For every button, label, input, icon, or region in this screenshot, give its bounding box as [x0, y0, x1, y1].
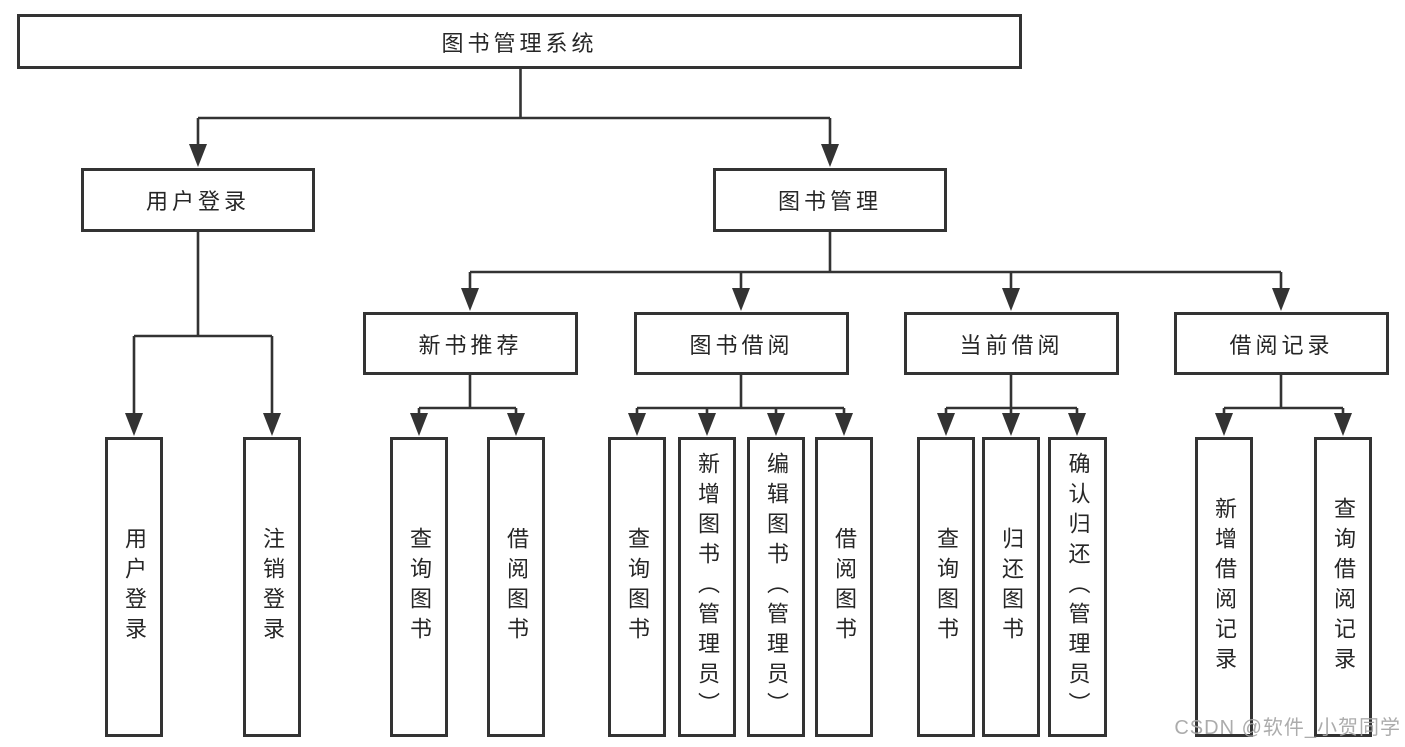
- arrowhead: [937, 413, 955, 436]
- arrowhead: [628, 413, 646, 436]
- node-query-books-recommend: 查询图书: [390, 437, 448, 737]
- node-borrow-records: 借阅记录: [1174, 312, 1389, 375]
- connector-current-borrow: [944, 375, 1079, 416]
- arrowhead: [835, 413, 853, 436]
- node-add-borrow-record: 新增借阅记录: [1195, 437, 1253, 737]
- node-add-book-admin: 新增图书（管理员）: [678, 437, 736, 737]
- node-edit-book-admin: 编辑图书（管理员）: [747, 437, 805, 737]
- arrowhead: [767, 413, 785, 436]
- connector-user-login: [132, 232, 274, 416]
- connector-root: [196, 69, 832, 146]
- arrowhead: [1334, 413, 1352, 436]
- connector-book-mgmt: [468, 232, 1283, 290]
- arrowhead: [507, 413, 525, 436]
- arrowhead: [1272, 288, 1290, 311]
- arrowhead: [698, 413, 716, 436]
- node-borrow-books-leaf: 借阅图书: [815, 437, 873, 737]
- node-new-book-recommend: 新书推荐: [363, 312, 578, 375]
- arrowhead: [189, 144, 207, 167]
- node-borrow-books-recommend: 借阅图书: [487, 437, 545, 737]
- arrowhead: [1002, 288, 1020, 311]
- connector-borrow-records: [1222, 375, 1345, 416]
- connector-new-book: [417, 375, 518, 416]
- node-query-books-current: 查询图书: [917, 437, 975, 737]
- node-book-mgmt-branch: 图书管理: [713, 168, 947, 232]
- node-query-borrow-record: 查询借阅记录: [1314, 437, 1372, 737]
- node-query-books-borrow: 查询图书: [608, 437, 666, 737]
- arrowhead: [1002, 413, 1020, 436]
- node-book-borrow: 图书借阅: [634, 312, 849, 375]
- node-root-system: 图书管理系统: [17, 14, 1022, 69]
- node-return-book: 归还图书: [982, 437, 1040, 737]
- arrowhead: [125, 413, 143, 436]
- node-user-login-leaf: 用户登录: [105, 437, 163, 737]
- arrowhead: [732, 288, 750, 311]
- node-confirm-return-admin: 确认归还（管理员）: [1048, 437, 1107, 737]
- arrowhead: [821, 144, 839, 167]
- arrowhead: [461, 288, 479, 311]
- connector-book-borrow: [635, 375, 846, 416]
- node-logout-leaf: 注销登录: [243, 437, 301, 737]
- arrowhead: [1068, 413, 1086, 436]
- arrowhead: [263, 413, 281, 436]
- arrowhead: [410, 413, 428, 436]
- csdn-watermark: CSDN @软件_小贺同学: [1174, 717, 1401, 739]
- arrowhead: [1215, 413, 1233, 436]
- node-current-borrow: 当前借阅: [904, 312, 1119, 375]
- node-user-login-branch: 用户登录: [81, 168, 315, 232]
